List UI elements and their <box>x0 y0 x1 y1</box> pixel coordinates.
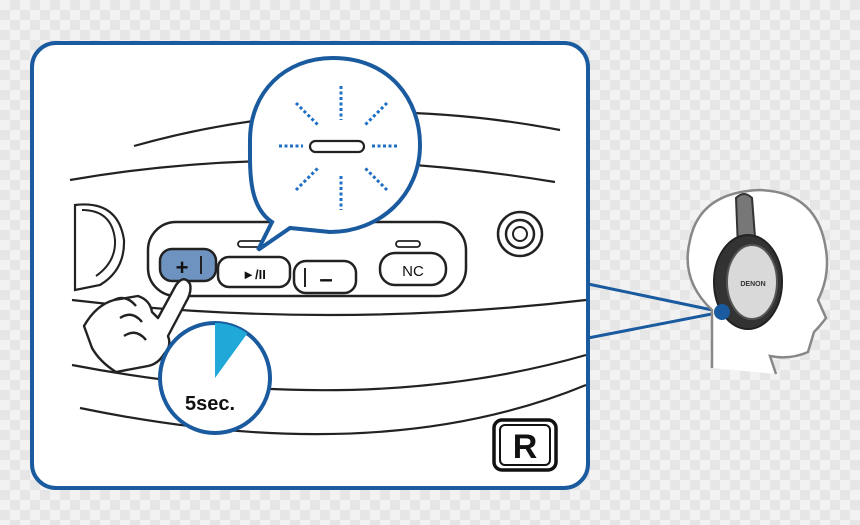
connector-line-top <box>587 282 723 314</box>
volume-up-button[interactable]: + <box>158 247 218 283</box>
finger-press-icon <box>82 278 192 374</box>
audio-jack-icon <box>496 210 544 258</box>
button-location-marker <box>714 304 730 320</box>
connector-line-bottom <box>587 310 723 340</box>
side-badge-label: R <box>513 428 538 466</box>
noise-cancel-label: NC <box>402 263 424 280</box>
nc-led <box>395 240 421 248</box>
hold-timer: 5sec. <box>158 321 272 435</box>
head-illustration: DENON <box>686 188 829 375</box>
volume-down-label: – <box>319 266 332 293</box>
right-side-badge: R <box>492 418 558 472</box>
volume-down-button[interactable]: – <box>292 259 358 295</box>
led-blink-bubble <box>247 55 423 252</box>
blinking-led-icon <box>308 139 366 154</box>
blink-rays <box>279 86 398 210</box>
headphone-brand-label: DENON <box>740 281 765 288</box>
play-pause-label: ►/II <box>242 267 266 282</box>
noise-cancel-button[interactable]: NC <box>378 251 448 287</box>
adjust-knob <box>73 203 126 292</box>
play-pause-button[interactable]: ►/II <box>216 255 292 289</box>
timer-label: 5sec. <box>185 393 235 415</box>
timer-progress-wedge <box>215 323 248 378</box>
volume-up-label: + <box>176 255 189 280</box>
